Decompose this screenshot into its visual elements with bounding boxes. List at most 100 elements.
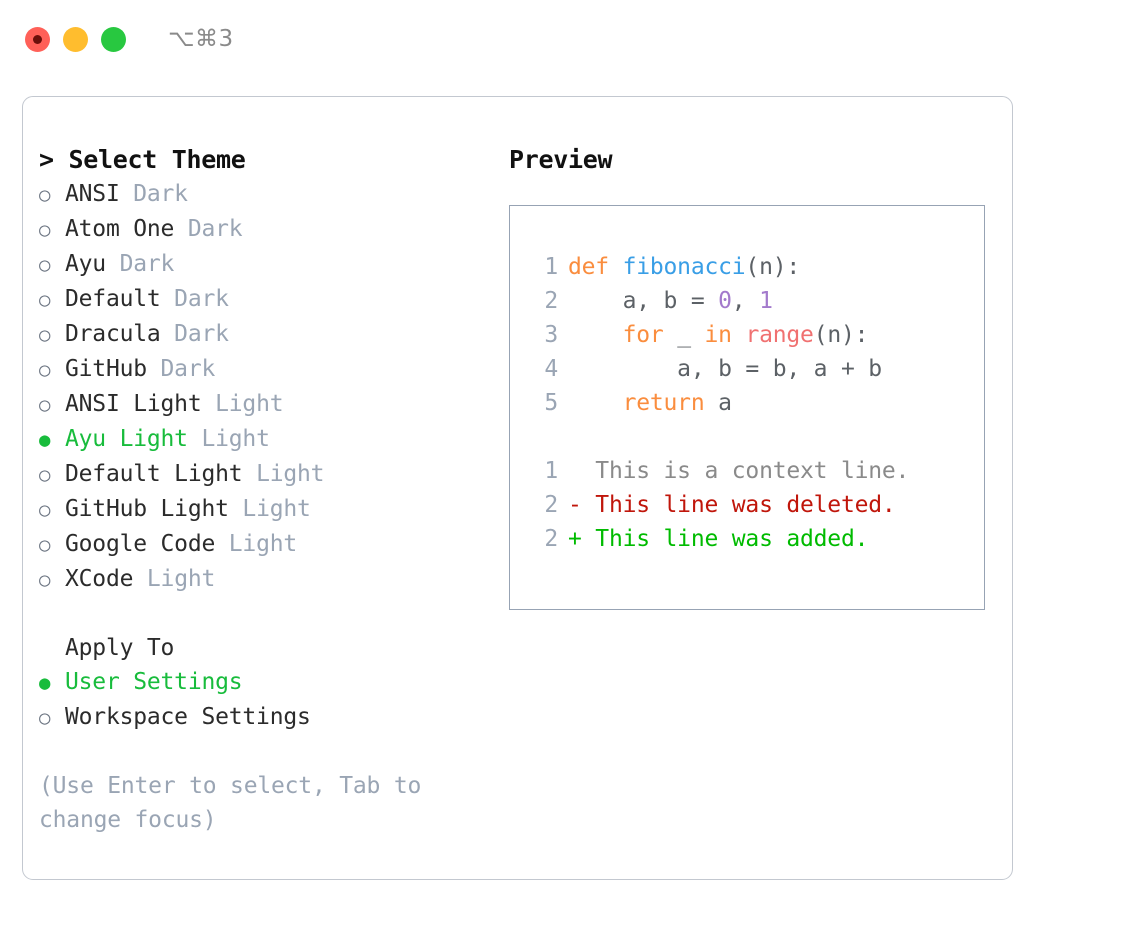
code-line-text: def fibonacci(n): <box>568 250 800 284</box>
radio-unselected-icon: ○ <box>39 499 51 521</box>
theme-variant-badge: Dark <box>160 286 229 312</box>
theme-list-item[interactable]: ○Google Code Light <box>39 527 509 562</box>
code-line: 3 for _ in range(n): <box>528 318 984 352</box>
code-token-plain: , <box>731 288 760 314</box>
diff-line: 2- This line was deleted. <box>528 488 984 522</box>
main-panel: > Select Theme ○ANSI Dark○Atom One Dark○… <box>22 96 1013 880</box>
page-title: > Select Theme <box>39 145 246 174</box>
diff-block: 1 This is a context line.2- This line wa… <box>528 454 984 556</box>
code-line: 1 def fibonacci(n): <box>528 250 984 284</box>
radio-unselected-icon: ○ <box>39 569 51 591</box>
radio-selected-icon: ● <box>39 429 51 451</box>
recording-indicator-icon <box>33 34 42 44</box>
preview-title: Preview <box>509 145 613 174</box>
keyboard-hint: (Use Enter to select, Tab to change focu… <box>39 773 422 833</box>
line-number: 2 <box>544 492 558 518</box>
theme-list-item[interactable]: ○XCode Light <box>39 562 509 597</box>
code-token-num: 0 <box>718 288 732 314</box>
code-blank-line <box>528 420 984 454</box>
theme-variant-badge: Light <box>215 531 298 557</box>
theme-variant-badge: Dark <box>160 321 229 347</box>
diff-content: This line was added. <box>595 526 869 552</box>
diff-content: This is a context line. <box>595 458 910 484</box>
diff-marker: - <box>568 492 596 518</box>
theme-list-item[interactable]: ○ANSI Light Light <box>39 387 509 422</box>
theme-list-item[interactable]: ○GitHub Light Light <box>39 492 509 527</box>
theme-variant-badge: Dark <box>174 216 243 242</box>
code-line-text: a, b = 0, 1 <box>568 284 773 318</box>
line-number: 1 <box>544 254 558 280</box>
theme-variant-badge: Dark <box>146 356 216 382</box>
theme-list-item[interactable]: ● Ayu Light Light <box>39 422 509 457</box>
radio-unselected-icon: ○ <box>39 254 51 276</box>
theme-name: Google Code <box>65 531 216 557</box>
code-token-kw: def <box>568 254 623 280</box>
apply-to-option[interactable]: ○ Workspace Settings <box>39 700 509 735</box>
radio-unselected-icon: ○ <box>39 324 51 346</box>
radio-unselected-icon: ○ <box>39 707 51 729</box>
theme-name: ANSI <box>65 181 120 207</box>
apply-to-option[interactable]: ●User Settings <box>39 665 509 700</box>
title-bar: ⌥⌘3 <box>0 0 1140 78</box>
theme-variant-badge: Light <box>242 461 325 487</box>
theme-list-item[interactable]: ○GitHub Dark <box>39 352 509 387</box>
code-token-plain: a, b = b, a + b <box>568 356 882 382</box>
window-controls <box>25 26 126 52</box>
code-token-builtin: range <box>745 322 814 348</box>
theme-list-item[interactable]: ○ Default Dark <box>39 282 509 317</box>
line-number: 2 <box>544 526 558 552</box>
line-number: 2 <box>544 288 558 314</box>
theme-name: ANSI Light <box>65 391 202 417</box>
theme-name: Ayu Light <box>65 426 188 452</box>
code-line: 4 a, b = b, a + b <box>528 352 984 386</box>
theme-list-item[interactable]: ○Default Light Light <box>39 457 509 492</box>
panel-content: > Select Theme ○ANSI Dark○Atom One Dark○… <box>23 97 1012 879</box>
theme-list-item[interactable]: ○ Atom One Dark <box>39 212 509 247</box>
diff-line: 2 + This line was added. <box>528 522 984 556</box>
maximize-button[interactable] <box>101 26 126 52</box>
line-number: 4 <box>544 356 558 382</box>
code-token-plain: _ <box>677 322 705 348</box>
line-number: 1 <box>544 458 558 484</box>
code-line: 2 a, b = 0, 1 <box>528 284 984 318</box>
code-token-num: 1 <box>759 288 773 314</box>
code-token-kw: in <box>704 322 746 348</box>
diff-content: This line was deleted. <box>595 492 896 518</box>
theme-name: Atom One <box>65 216 175 242</box>
diff-line-text: This is a context line. <box>568 454 909 488</box>
section-spacer <box>39 597 509 631</box>
code-token-kw: for <box>568 322 678 348</box>
radio-unselected-icon: ○ <box>39 289 51 311</box>
code-token-plain: a <box>718 390 732 416</box>
radio-unselected-icon: ○ <box>39 219 51 241</box>
code-token-kw: return <box>568 390 719 416</box>
theme-name: Default <box>65 286 161 312</box>
code-line-text: return a <box>568 386 732 420</box>
theme-list-item[interactable]: ○ANSI Dark <box>39 177 509 212</box>
theme-variant-badge: Light <box>133 566 216 592</box>
code-token-punct: (n): <box>813 322 869 348</box>
theme-list[interactable]: ○ANSI Dark○Atom One Dark○Ayu Dark○Defaul… <box>39 177 509 597</box>
line-number: 3 <box>544 322 558 348</box>
minimize-button[interactable] <box>63 26 88 52</box>
diff-line-text: + This line was added. <box>568 522 868 556</box>
radio-unselected-icon: ○ <box>39 359 51 381</box>
close-button[interactable] <box>25 26 50 52</box>
theme-name: Default Light <box>65 461 243 487</box>
apply-to-list[interactable]: ●User Settings ○ Workspace Settings <box>39 665 509 735</box>
apply-to-title: Apply To <box>65 635 175 661</box>
code-line: 5 return a <box>528 386 984 420</box>
theme-list-item[interactable]: ○Ayu Dark <box>39 247 509 282</box>
theme-name: GitHub Light <box>65 496 229 522</box>
diff-line: 1 This is a context line. <box>528 454 984 488</box>
theme-list-item[interactable]: ○Dracula Dark <box>39 317 509 352</box>
code-token-punct: (n): <box>745 254 801 280</box>
diff-marker <box>568 458 595 484</box>
radio-unselected-icon: ○ <box>39 394 51 416</box>
code-token-plain: a, b = <box>568 288 719 314</box>
theme-variant-badge: Light <box>187 426 270 452</box>
apply-to-label: Workspace Settings <box>65 704 311 730</box>
